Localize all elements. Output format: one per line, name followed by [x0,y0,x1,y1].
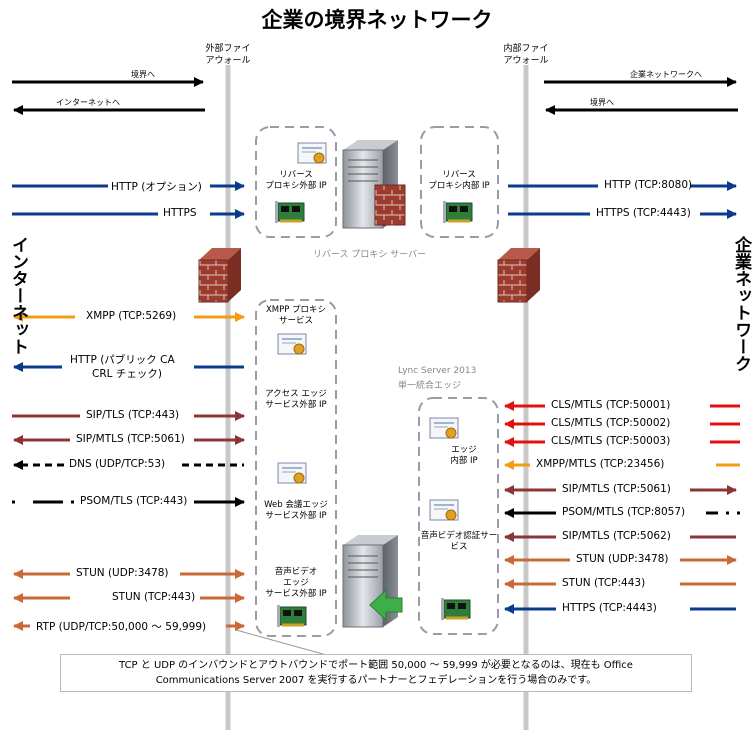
access-edge-line2: サービス外部 IP [265,400,327,410]
note-line1: TCP と UDP のインバウンドとアウトバウンドでポート範囲 50,000 ～… [119,660,633,671]
flow-label-http-8080: HTTP (TCP:8080) [604,179,693,191]
flow-label-http-crl-1: HTTP (パブリック CA [70,354,175,366]
av-auth-line2: ビス [450,542,468,552]
web-conf-line2: サービス外部 IP [265,511,327,521]
certificate-icon [429,417,459,439]
external-firewall-label: 外部ファイ アウォール [195,43,261,67]
to-perimeter-left-label: 境界へ [131,70,155,79]
flow-label-xmpp: XMPP (TCP:5269) [86,310,177,322]
flow-label-dns: DNS (UDP/TCP:53) [69,458,166,470]
reverse-proxy-external-ip-line1: リバース [279,170,313,180]
internal-firewall-label-line1: 内部ファイ [503,44,549,54]
reverse-proxy-server-icon [342,140,406,229]
certificate-icon [277,462,307,484]
av-auth-service-label: 音声ビデオ認証サー ビス [419,531,499,553]
network-card-icon [443,201,473,223]
web-conf-edge-label: Web 会議エッジ サービス外部 IP [256,500,336,522]
note-line2: Communications Server 2007 を実行するパートナーとフェ… [155,675,597,686]
page-title: 企業の境界ネットワーク [261,8,493,32]
flow-label-http-crl-2: CRL チェック) [92,368,162,380]
external-firewall-label-line1: 外部ファイ [205,44,251,54]
network-card-icon [441,598,471,620]
reverse-proxy-internal-ip-label: リバース プロキシ内部 IP [421,170,497,192]
flow-label-xmpp-mtls: XMPP/MTLS (TCP:23456) [536,458,665,470]
flow-label-stun-tcp: STUN (TCP:443) [112,591,196,603]
flow-label-rtp: RTP (UDP/TCP:50,000 ～ 59,999) [36,621,207,633]
right-flow-arrows [504,181,740,614]
flow-label-sip-mtls-5062: SIP/MTLS (TCP:5062) [562,530,671,542]
flow-label-cls-50002: CLS/MTLS (TCP:50002) [551,417,671,429]
xmpp-proxy-line2: サービス [278,316,313,326]
internal-firewall-wall-icon [497,248,540,303]
flow-label-stun-udp: STUN (UDP:3478) [76,567,169,579]
corporate-network-side-label: 企業ネットワーク [731,236,751,372]
flow-label-https-4443-bottom: HTTPS (TCP:4443) [562,602,657,614]
reverse-proxy-caption: リバース プロキシ サーバー [313,250,427,260]
av-edge-line1: 音声ビデオ [274,567,318,577]
flow-label-https: HTTPS [163,207,197,219]
web-conf-line1: Web 会議エッジ [264,500,328,510]
xmpp-proxy-service-label: XMPP プロキシ サービス [256,305,336,327]
flow-label-sip-tls: SIP/TLS (TCP:443) [86,409,180,421]
flow-label-psom-tls: PSOM/TLS (TCP:443) [80,495,188,507]
av-edge-label: 音声ビデオ エッジ サービス外部 IP [256,567,336,600]
edge-server-name: Lync Server 2013 [398,366,477,376]
internal-firewall-label: 内部ファイ アウォール [493,43,559,67]
flow-label-cls-50003: CLS/MTLS (TCP:50003) [551,435,671,447]
internal-firewall-label-line2: アウォール [503,56,549,66]
to-corporate-label: 企業ネットワークへ [630,70,702,79]
flow-label-sip-mtls-5061: SIP/MTLS (TCP:5061) [562,483,671,495]
reverse-proxy-internal-ip-line2: プロキシ内部 IP [428,181,490,191]
external-firewall-label-line2: アウォール [205,56,251,66]
access-edge-label: アクセス エッジ サービス外部 IP [256,389,336,411]
network-card-icon [277,605,307,627]
certificate-icon [277,333,307,355]
internet-side-label: インターネット [8,236,28,355]
flow-label-cls-50001: CLS/MTLS (TCP:50001) [551,399,671,411]
edge-external-box [255,299,337,637]
xmpp-proxy-line1: XMPP プロキシ [265,305,327,315]
av-auth-line1: 音声ビデオ認証サー [420,531,498,541]
certificate-icon [297,142,327,164]
port-range-note: TCP と UDP のインバウンドとアウトバウンドでポート範囲 50,000 ～… [60,654,692,692]
flow-label-sip-mtls: SIP/MTLS (TCP:5061) [76,433,185,445]
access-edge-line1: アクセス エッジ [265,389,327,399]
edge-server-icon [342,535,403,628]
reverse-proxy-internal-box [420,126,499,238]
reverse-proxy-internal-ip-line1: リバース [442,170,476,180]
to-internet-label: インターネットへ [56,98,120,107]
flow-label-http-option: HTTP (オプション) [111,181,202,193]
flow-label-https-4443-top: HTTPS (TCP:4443) [596,207,691,219]
flow-label-stun-udp-right: STUN (UDP:3478) [576,553,669,565]
av-edge-line2: エッジ [283,578,309,588]
certificate-icon [429,499,459,521]
reverse-proxy-external-ip-line2: プロキシ外部 IP [265,181,327,191]
edge-server-type: 単一統合エッジ [398,381,462,391]
edge-internal-ip-label: エッジ 内部 IP [440,445,488,467]
reverse-proxy-external-box [255,126,337,238]
to-perimeter-right-label: 境界へ [590,98,614,107]
reverse-proxy-external-ip-label: リバース プロキシ外部 IP [258,170,334,192]
edge-internal-line1: エッジ [451,445,477,455]
network-card-icon [275,201,305,223]
left-flow-arrows [12,181,331,657]
top-direction-arrows [12,77,738,115]
av-edge-line3: サービス外部 IP [265,589,327,599]
flow-label-psom-mtls: PSOM/MTLS (TCP:8057) [562,506,686,518]
edge-internal-line2: 内部 IP [450,456,478,466]
external-firewall-wall-icon [198,248,241,303]
flow-label-stun-tcp-right: STUN (TCP:443) [562,577,646,589]
